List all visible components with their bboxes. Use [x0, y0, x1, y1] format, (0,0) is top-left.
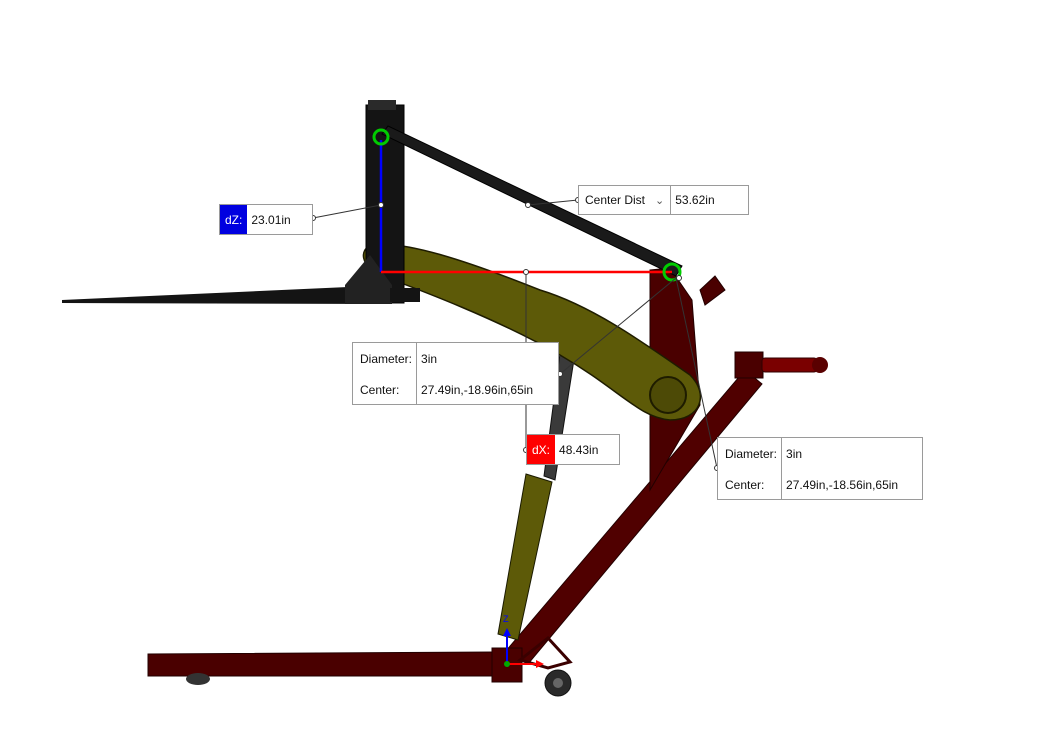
circle-info-callout-left[interactable]: Diameter: 3in Center: 27.49in,-18.96in,6… — [352, 342, 559, 405]
diameter-label: Diameter: — [353, 343, 418, 374]
center-value: 27.49in,-18.56in,65in — [786, 477, 899, 492]
fork-foot — [390, 288, 420, 302]
dx-chip: dX: — [527, 435, 556, 464]
center-dist-dropdown[interactable]: Center Dist ⌄ — [579, 186, 672, 214]
fork-tine — [62, 287, 390, 304]
center-dist-callout[interactable]: Center Dist ⌄ 53.62in — [578, 185, 749, 215]
fork-upright-cap — [368, 100, 396, 110]
dz-callout[interactable]: dZ: 23.01in — [219, 204, 313, 235]
chevron-down-icon[interactable]: ⌄ — [655, 194, 665, 207]
fork-heel — [345, 255, 392, 304]
coordinate-triad-icon: Z — [503, 614, 544, 668]
center-label: Center: — [353, 374, 418, 405]
selected-circle-top-left[interactable] — [372, 128, 390, 146]
diameter-value: 3in — [421, 351, 438, 366]
dz-value: 23.01in — [251, 212, 291, 227]
fork-carriage[interactable] — [62, 100, 683, 304]
rear-wheel — [186, 673, 210, 685]
frame-post-top — [699, 275, 726, 306]
selected-circle-arm-end[interactable] — [662, 262, 682, 282]
triad-z-label: Z — [503, 614, 509, 624]
center-dist-label: Center Dist — [585, 193, 646, 207]
center-value: 27.49in,-18.96in,65in — [421, 382, 534, 397]
hitch-block — [734, 351, 764, 379]
hitch-tube — [761, 357, 818, 373]
wheels — [186, 669, 572, 697]
top-link-bar — [381, 125, 683, 277]
center-label: Center: — [718, 469, 783, 500]
lift-arm-end-hole — [649, 376, 687, 414]
cylinder-barrel — [497, 473, 553, 641]
diameter-label: Diameter: — [718, 438, 783, 469]
dx-callout[interactable]: dX: 48.43in — [526, 434, 620, 465]
dz-chip: dZ: — [220, 205, 248, 234]
circle-info-callout-right[interactable]: Diameter: 3in Center: 27.49in,-18.56in,6… — [717, 437, 923, 500]
lift-arm-body — [362, 243, 701, 421]
hitch-tube-end — [812, 357, 828, 373]
diameter-value: 3in — [786, 446, 803, 461]
lift-frame[interactable] — [147, 267, 828, 683]
dx-value: 48.43in — [559, 442, 599, 457]
center-dist-value: 53.62in — [675, 193, 715, 207]
base-rail — [147, 651, 495, 677]
